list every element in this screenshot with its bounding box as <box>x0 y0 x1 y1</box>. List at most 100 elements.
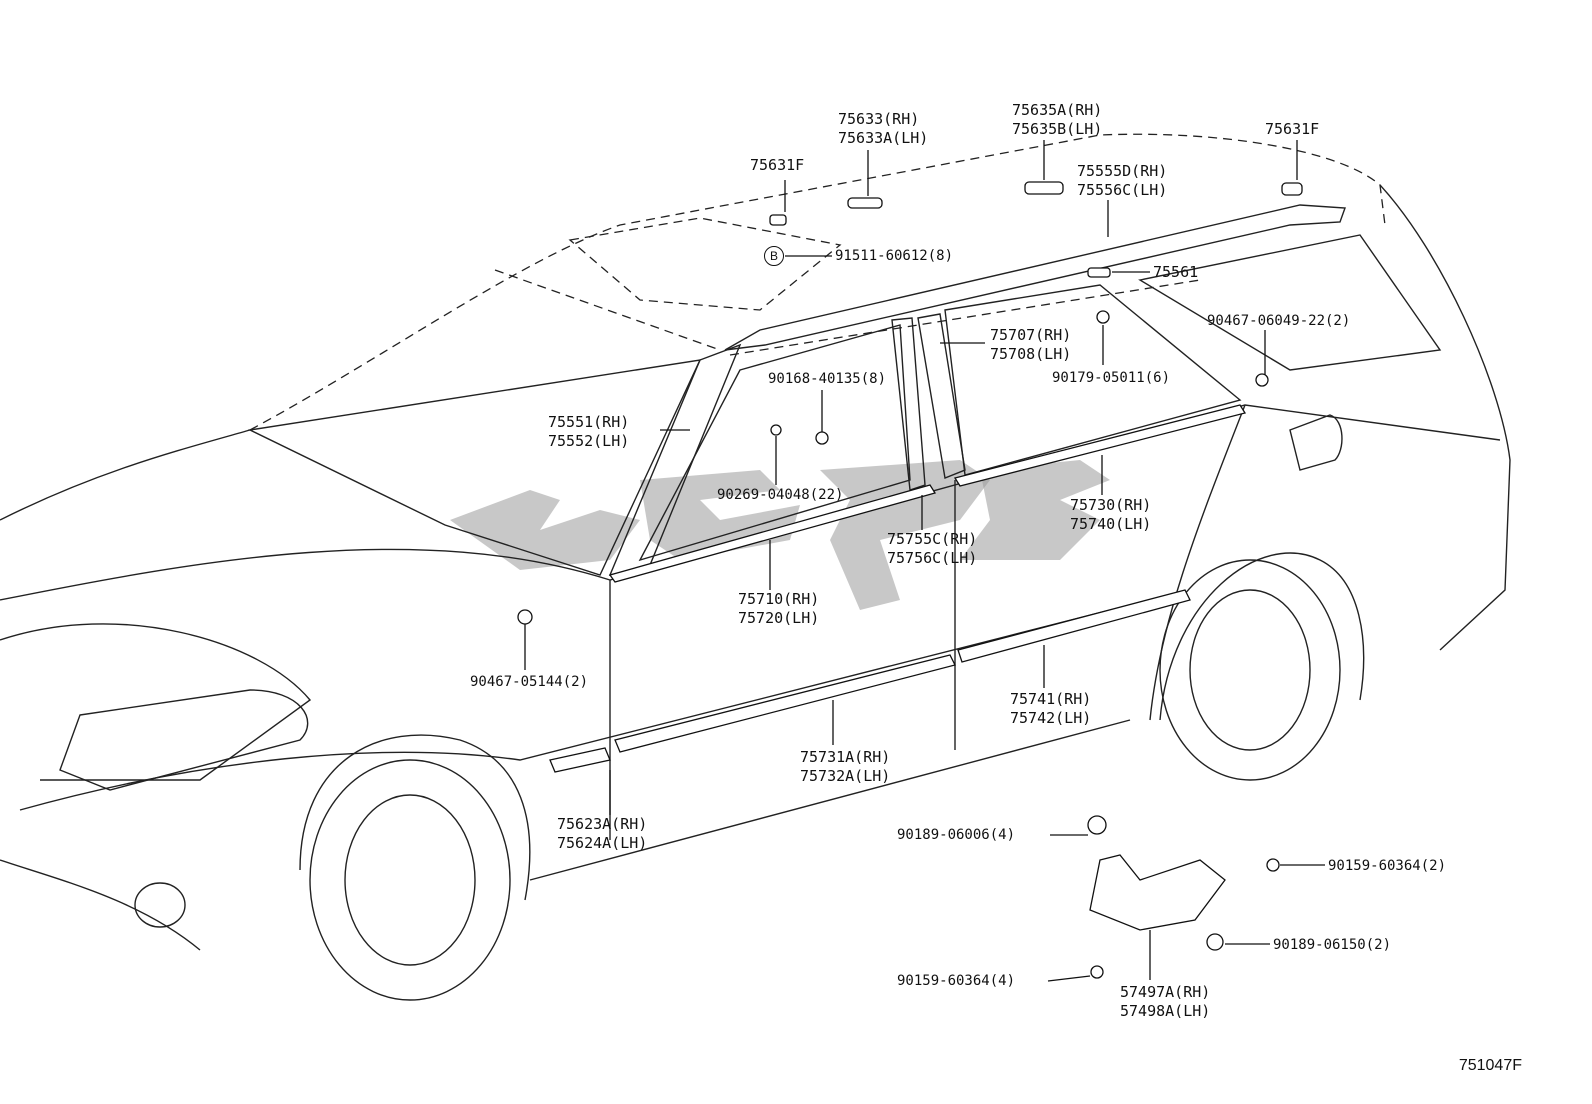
part-number-line: 90159-60364(4) <box>897 973 1016 989</box>
label-75631f-right: 75631F <box>1265 120 1319 139</box>
part-number-line: 75631F <box>750 156 805 174</box>
part-number-line: 75556C(LH) <box>1077 181 1168 199</box>
rear-body <box>1379 184 1511 651</box>
part-number-line: 90467-06049-22(2) <box>1207 313 1351 329</box>
part-number-line: 90467-05144(2) <box>470 674 589 690</box>
part-number-line: 57497A(RH) <box>1120 983 1211 1001</box>
part-number-line: 75740(LH) <box>1070 515 1152 533</box>
front-door-window <box>638 324 911 562</box>
molding-75731 <box>614 654 956 753</box>
part-number-line: 75624A(LH) <box>557 834 648 852</box>
roof-line-3 <box>494 269 721 351</box>
part-number-line: 75720(LH) <box>738 609 820 627</box>
part-number-line: 90269-04048(22) <box>717 487 844 503</box>
part-number-line: 75710(RH) <box>738 590 820 608</box>
bolt-90189-06006 <box>1087 815 1107 835</box>
bolt-90159-right <box>1266 858 1280 872</box>
clip-75635 <box>1024 181 1064 195</box>
roof-line-2 <box>729 279 1201 356</box>
part-number-line: 75756C(LH) <box>887 549 978 567</box>
part-number-line: 75635A(RH) <box>1012 101 1103 119</box>
label-90189-06006: 90189-06006(4) <box>897 826 1015 845</box>
rocker-line <box>529 719 1131 881</box>
headlamp <box>59 689 309 791</box>
label-75561: 75561 <box>1153 263 1198 282</box>
bolt-90159-bottom <box>1090 965 1104 979</box>
part-number-line: 75633A(LH) <box>838 129 929 147</box>
leader-90159-bottom <box>1047 975 1091 982</box>
part-number-line: 75635B(LH) <box>1012 120 1103 138</box>
front-wheel-arch <box>299 734 531 901</box>
bolt-90467-05144 <box>517 609 533 625</box>
roof-outline <box>249 133 1386 431</box>
part-number-line: 75707(RH) <box>990 326 1072 344</box>
molding-75710 <box>608 484 937 583</box>
label-75755: 75755C(RH)75756C(LH) <box>887 530 977 568</box>
bolt-90168 <box>815 431 829 445</box>
part-number-line: 75633(RH) <box>838 110 920 128</box>
label-90269: 90269-04048(22) <box>717 486 843 505</box>
part-number-line: 75755C(RH) <box>887 530 978 548</box>
part-number-line: 75631F <box>1265 120 1320 138</box>
part-number-line: 75555D(RH) <box>1077 162 1168 180</box>
rear-wheel-inner <box>1189 589 1311 751</box>
callout-b: B <box>764 246 784 266</box>
label-90467-06049: 90467-06049-22(2) <box>1207 312 1350 331</box>
label-75551: 75551(RH)75552(LH) <box>548 413 629 451</box>
clip-75631f-left <box>769 214 787 226</box>
part-number-line: 75708(LH) <box>990 345 1072 363</box>
rear-wheel <box>1159 559 1341 781</box>
part-number-line: 75742(LH) <box>1010 709 1092 727</box>
hood-front <box>0 623 312 781</box>
label-75741: 75741(RH)75742(LH) <box>1010 690 1091 728</box>
b-pillar-rear <box>917 313 966 479</box>
rear-door-window <box>944 284 1242 476</box>
windshield <box>247 359 702 576</box>
clip-75631f-right <box>1281 182 1303 196</box>
part-number-line: 75623A(RH) <box>557 815 648 833</box>
hood-line <box>0 429 251 521</box>
label-91511: 91511-60612(8) <box>835 247 953 266</box>
label-75730: 75730(RH)75740(LH) <box>1070 496 1151 534</box>
bolt-90189-06150 <box>1206 933 1224 951</box>
front-bumper <box>0 859 201 951</box>
part-number-line: 75730(RH) <box>1070 496 1152 514</box>
label-90159-right: 90159-60364(2) <box>1328 857 1446 876</box>
part-number-line: 75731A(RH) <box>800 748 891 766</box>
part-number-line: 91511-60612(8) <box>835 248 954 264</box>
part-number-line: 90179-05011(6) <box>1052 370 1171 386</box>
rear-door-edge <box>1149 404 1246 721</box>
sunroof-outline <box>568 217 842 311</box>
mudguard-57497 <box>1089 854 1226 931</box>
label-75731: 75731A(RH)75732A(LH) <box>800 748 890 786</box>
label-90467-05144: 90467-05144(2) <box>470 673 588 692</box>
label-57497: 57497A(RH)57498A(LH) <box>1120 983 1210 1021</box>
clip-75561 <box>1087 267 1111 278</box>
part-number-line: 90189-06006(4) <box>897 827 1016 843</box>
label-75635: 75635A(RH)75635B(LH) <box>1012 101 1102 139</box>
part-number-line: 75741(RH) <box>1010 690 1092 708</box>
label-90168: 90168-40135(8) <box>768 370 886 389</box>
bolt-90467-06049 <box>1255 373 1269 387</box>
label-90189-06150: 90189-06150(2) <box>1273 936 1391 955</box>
part-number-line: 75551(RH) <box>548 413 630 431</box>
fuel-door <box>1289 414 1343 471</box>
label-75555: 75555D(RH)75556C(LH) <box>1077 162 1167 200</box>
bolt-90179 <box>1096 310 1110 324</box>
body-lower-line <box>19 599 1151 811</box>
molding-75730 <box>953 404 1247 487</box>
roof-rail <box>724 204 1346 351</box>
molding-75741 <box>957 589 1191 663</box>
label-75623: 75623A(RH)75624A(LH) <box>557 815 647 853</box>
molding-75623 <box>549 747 611 773</box>
front-wheel <box>309 759 511 1001</box>
part-number-line: 75552(LH) <box>548 432 630 450</box>
figure-number: 751047F <box>1458 1057 1522 1074</box>
label-90159-bottom: 90159-60364(4) <box>897 972 1015 991</box>
label-75631f-left: 75631F <box>750 156 804 175</box>
label-75633: 75633(RH)75633A(LH) <box>838 110 928 148</box>
rear-wheel-arch <box>1159 552 1365 721</box>
part-number-line: 75561 <box>1153 263 1199 281</box>
